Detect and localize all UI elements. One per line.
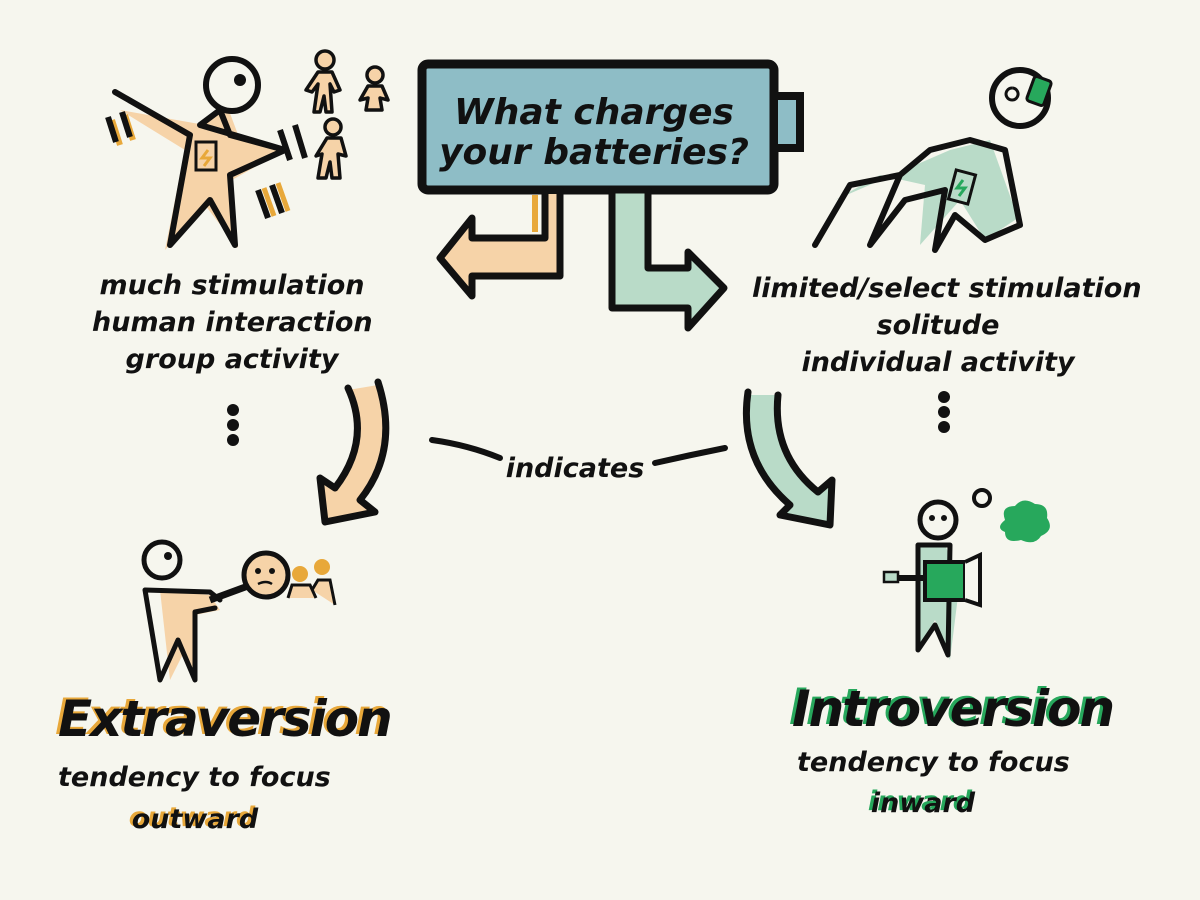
right-list-item: individual activity — [801, 347, 1075, 378]
extraversion-direction: outward — [131, 804, 259, 835]
right-list-item: solitude — [876, 310, 1000, 341]
indicates-connector — [429, 437, 728, 466]
left-list-item: human interaction — [92, 307, 373, 338]
right-dots — [938, 391, 950, 433]
battery-icon — [417, 59, 804, 195]
arrow-to-left-icon — [436, 186, 564, 300]
introversion-direction: inward — [870, 788, 976, 819]
title-line-1: What charges — [453, 92, 734, 133]
left-dots — [227, 404, 239, 446]
battery-question: What charges your batteries? — [420, 78, 768, 188]
arrow-down-right-icon — [742, 388, 836, 529]
relaxed-person-icon — [812, 67, 1053, 253]
arrow-down-left-icon — [316, 378, 390, 526]
introversion-heading: Introversion — [792, 680, 1115, 738]
extravert-energizers: much stimulation human interaction group… — [92, 267, 373, 378]
reading-person-icon — [882, 488, 1050, 660]
energetic-person-icon — [105, 49, 390, 250]
extraversion-heading: Extraversion — [58, 690, 393, 748]
arrow-to-right-icon — [608, 186, 728, 332]
right-list-item: limited/select stimulation — [752, 273, 1142, 304]
title-line-2: your batteries? — [439, 132, 749, 173]
introversion-tendency: tendency to focus — [797, 747, 1070, 778]
introvert-energizers: limited/select stimulation solitude indi… — [752, 270, 1142, 381]
indicates-label: indicates — [505, 453, 645, 484]
magnifier-person-icon — [141, 539, 337, 683]
left-list-item: much stimulation — [99, 270, 365, 301]
left-list-item: group activity — [125, 344, 339, 375]
extraversion-tendency: tendency to focus — [58, 762, 331, 793]
